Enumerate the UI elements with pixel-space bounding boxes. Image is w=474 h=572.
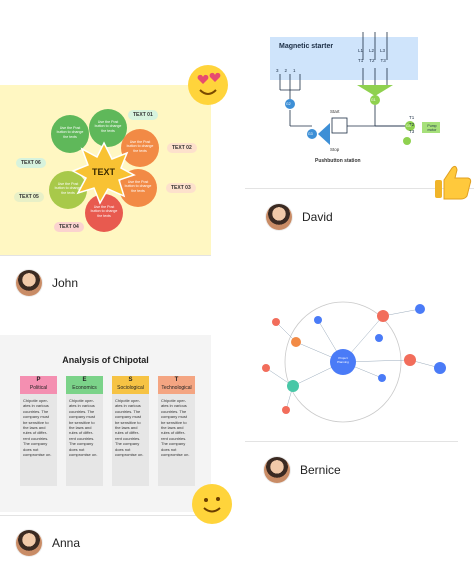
terminal-2: 2 [284,68,288,73]
line-l2: L2 [369,48,375,53]
pump-motor-box [422,122,440,133]
label-text-06: TEXT 06 [16,158,46,168]
mind-map-diagram [49,109,159,232]
avatar-david [266,204,292,230]
terminal-labels: 3 2 1 [276,68,296,73]
start-label: Start [330,109,340,114]
avatar-bernice [264,457,290,483]
magnetic-starter-preview[interactable]: Magnetic starter Start Stop Pushbutton s… [262,30,474,188]
avatar-john [16,270,42,296]
user-anna[interactable]: Anna [16,530,80,556]
pump-label: Pump motor [427,124,437,132]
right-terminal-labels: T1 T2 T3 [409,114,414,136]
column-name-economics: Economics [72,384,97,391]
network-diagram-preview[interactable]: Project Planning [258,290,458,430]
petal-text-3: Use the Post button to change the texts [126,140,154,153]
petal-bottom-right [119,169,157,207]
heart-eyes-emoji-icon [188,65,228,105]
petal-top [89,109,127,147]
column-sociological: S Sociological Chipotle oper-ates in var… [112,376,149,486]
column-body-sociological: Chipotle oper-ates in various countries.… [112,394,149,486]
center-star [71,141,136,205]
node-g2 [285,99,295,109]
terminal-1: 1 [293,68,296,73]
line-l1: L1 [358,48,364,53]
label-text-05: TEXT 05 [14,192,44,202]
divider-john [0,255,211,256]
petal-bottom [85,194,123,232]
right-t2: T2 [409,122,415,128]
petal-text-2: Use the Post button to change the texts [94,120,122,133]
t-labels: T1 T2 T3 [358,58,386,63]
pushbutton-label: Pushbutton station [315,158,361,164]
network-diagram [262,301,446,423]
user-name-bernice: Bernice [300,463,341,477]
mind-map-preview[interactable]: Use the Post button to change the texts … [0,85,211,255]
node-g3 [307,129,317,139]
diagram-header-band [270,37,418,80]
network-center-label: Project Planning [337,356,349,364]
column-letter-t: T [174,377,179,383]
petal-bottom-left [49,171,87,209]
column-body-technological: Chipotle oper-ates in various countries.… [158,394,195,486]
line-labels: L1 L2 L3 [358,48,385,53]
column-body-economics: Chipotle oper-ates in various countries.… [66,394,103,486]
divider-david [245,188,474,189]
petal-text-1: Use the Post button to change the texts [56,126,84,139]
diagram-title: Magnetic starter [279,43,334,50]
column-name-sociological: Sociological [117,384,144,391]
t-3: T3 [380,58,386,63]
smiley-emoji-icon [192,484,232,524]
column-name-technological: Technological [161,384,192,391]
node-g4 [405,121,415,131]
node-g3-label: G3 [308,132,313,136]
node-g2-label: G2 [286,102,291,106]
divider-bernice [245,441,458,442]
petal-text-6: Use the Post button to change the texts [54,182,82,195]
terminal-3: 3 [276,68,279,73]
petal-right [121,129,159,167]
column-technological: T Technological Chipotle oper-ates in va… [158,376,195,486]
magnetic-starter-diagram [279,32,440,145]
column-letter-p: P [36,377,41,383]
user-name-john: John [52,276,79,290]
node-g4-label: G4 [406,124,411,128]
right-t1: T1 [409,115,415,120]
line-l3: L3 [380,48,386,53]
divider-anna [0,515,211,516]
thumbs-up-icon [432,160,474,202]
stop-label: Stop [330,147,340,152]
column-letter-s: S [128,377,133,383]
petal-text-4: Use the Post button to change the texts [124,180,152,193]
analysis-title: Analysis of Chipotal [62,355,149,365]
column-economics: E Economics Chipotle oper-ates in variou… [66,376,103,486]
column-political: P Political Chipotle oper-ates in variou… [20,376,57,486]
petal-text-5: Use the Post button to change the texts [90,205,118,218]
user-name-anna: Anna [52,536,81,550]
user-john[interactable]: John [16,270,78,296]
column-body-political: Chipotle oper-ates in various countries.… [20,394,57,486]
column-name-political: Political [29,384,48,391]
user-bernice[interactable]: Bernice [264,457,341,483]
label-text-03: TEXT 03 [166,183,196,193]
label-text-02: TEXT 02 [167,143,197,153]
label-text-01: TEXT 01 [128,110,158,120]
right-t3: T3 [409,129,415,135]
user-david[interactable]: David [266,204,333,230]
node-g1 [370,95,380,105]
column-letter-e: E [82,377,87,383]
petal-top-left [51,115,89,153]
transformer-triangle [357,85,393,96]
center-label: TEXT [92,167,116,177]
label-text-04: TEXT 04 [54,222,84,232]
t-2: T2 [369,58,375,63]
avatar-anna [16,530,42,556]
user-name-david: David [302,210,333,224]
pushbutton-arrow [318,123,330,145]
t-1: T1 [358,58,364,63]
analysis-preview[interactable]: Analysis of Chipotal P Political Chipotl… [0,335,211,512]
node-g1-label: G1 [371,98,376,102]
